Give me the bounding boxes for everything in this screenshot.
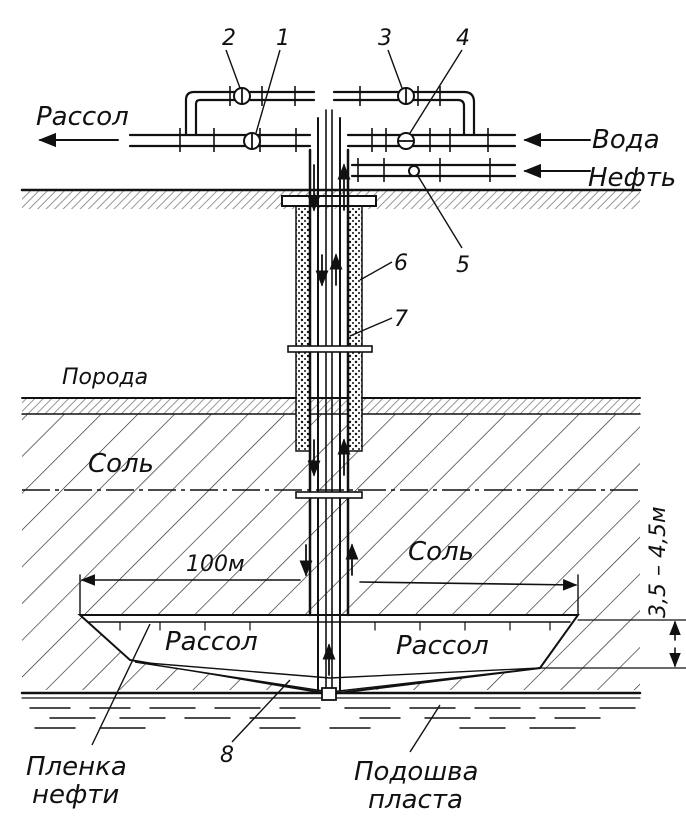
callout-5: 5	[456, 253, 470, 278]
width-dimension	[79, 574, 579, 616]
callout-6: 6	[394, 251, 408, 276]
depth-dimension-label: 3,5 – 4,5м	[646, 506, 671, 618]
bed-bottom-label: Подошва пласта	[354, 757, 487, 815]
salt-upper-label: Соль	[88, 449, 154, 479]
bed-bottom-label-line1: Подошва	[354, 757, 478, 787]
oil-film-label-line1: Пленка	[26, 752, 127, 782]
width-dimension-label: 100м	[186, 552, 245, 577]
callout-7: 7	[394, 307, 408, 332]
flow-arrows	[299, 163, 359, 676]
brine-right-label: Рассол	[396, 631, 489, 661]
callout-3: 3	[378, 26, 392, 51]
well-casing	[281, 109, 377, 701]
callout-2: 2	[222, 26, 236, 51]
callout-1: 1	[276, 26, 290, 51]
rock-label: Порода	[62, 365, 148, 390]
salt-lower-label: Соль	[408, 537, 474, 567]
water-in-label: Вода	[592, 125, 660, 155]
depth-dimension	[539, 619, 686, 669]
leader-lines	[91, 49, 463, 753]
brine-left-label: Рассол	[165, 627, 258, 657]
oil-in-label: Нефть	[588, 163, 676, 193]
oil-film-label: Пленка нефти	[26, 752, 135, 810]
labels: Рассол Вода Нефть Порода Соль Соль Рассо…	[26, 26, 676, 815]
valve-5-icon	[408, 165, 420, 177]
bed-bottom-label-line2: пласта	[368, 785, 463, 815]
oil-film-ticks	[119, 621, 551, 631]
brine-out-label: Рассол	[36, 102, 129, 132]
oil-film-label-line2: нефти	[32, 780, 119, 810]
callout-4: 4	[456, 26, 470, 51]
rock-layer	[21, 397, 641, 415]
surface-piping	[38, 86, 591, 182]
callout-8: 8	[220, 743, 234, 768]
